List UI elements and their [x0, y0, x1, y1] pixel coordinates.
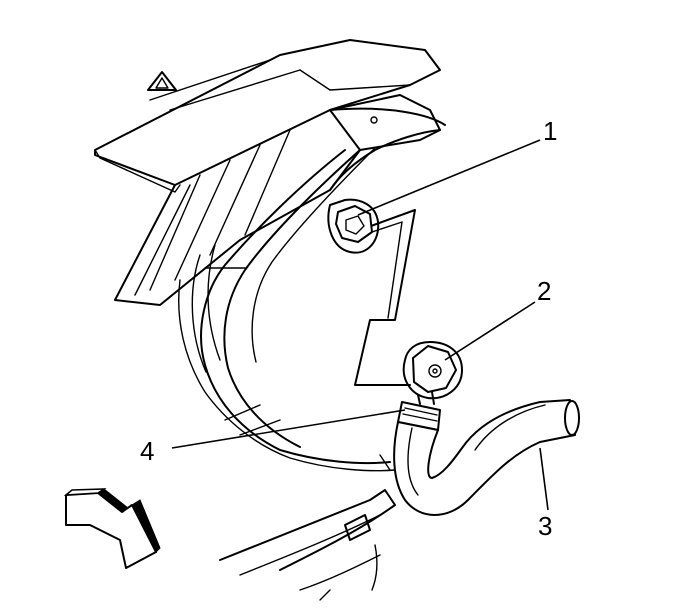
front-direction-arrow-icon	[63, 488, 161, 569]
bolt-icon	[327, 198, 380, 254]
hose-icon	[393, 399, 580, 516]
upper-body-panel	[94, 39, 441, 306]
nut-icon	[402, 341, 463, 400]
callout-2: 2	[537, 276, 551, 306]
leader-line-4	[171, 409, 406, 449]
lower-body-panel	[219, 454, 396, 601]
wheelhouse-liner	[178, 107, 446, 472]
alignment-mark-icon	[147, 71, 177, 91]
hose-clamp-icon	[397, 391, 441, 431]
leader-line-2	[444, 301, 536, 361]
leader-line-1	[357, 139, 541, 216]
mounting-bracket	[354, 209, 416, 386]
callout-1: 1	[543, 116, 557, 146]
leader-line-3	[539, 447, 549, 511]
callout-4: 4	[140, 436, 154, 466]
callout-3: 3	[538, 511, 552, 541]
